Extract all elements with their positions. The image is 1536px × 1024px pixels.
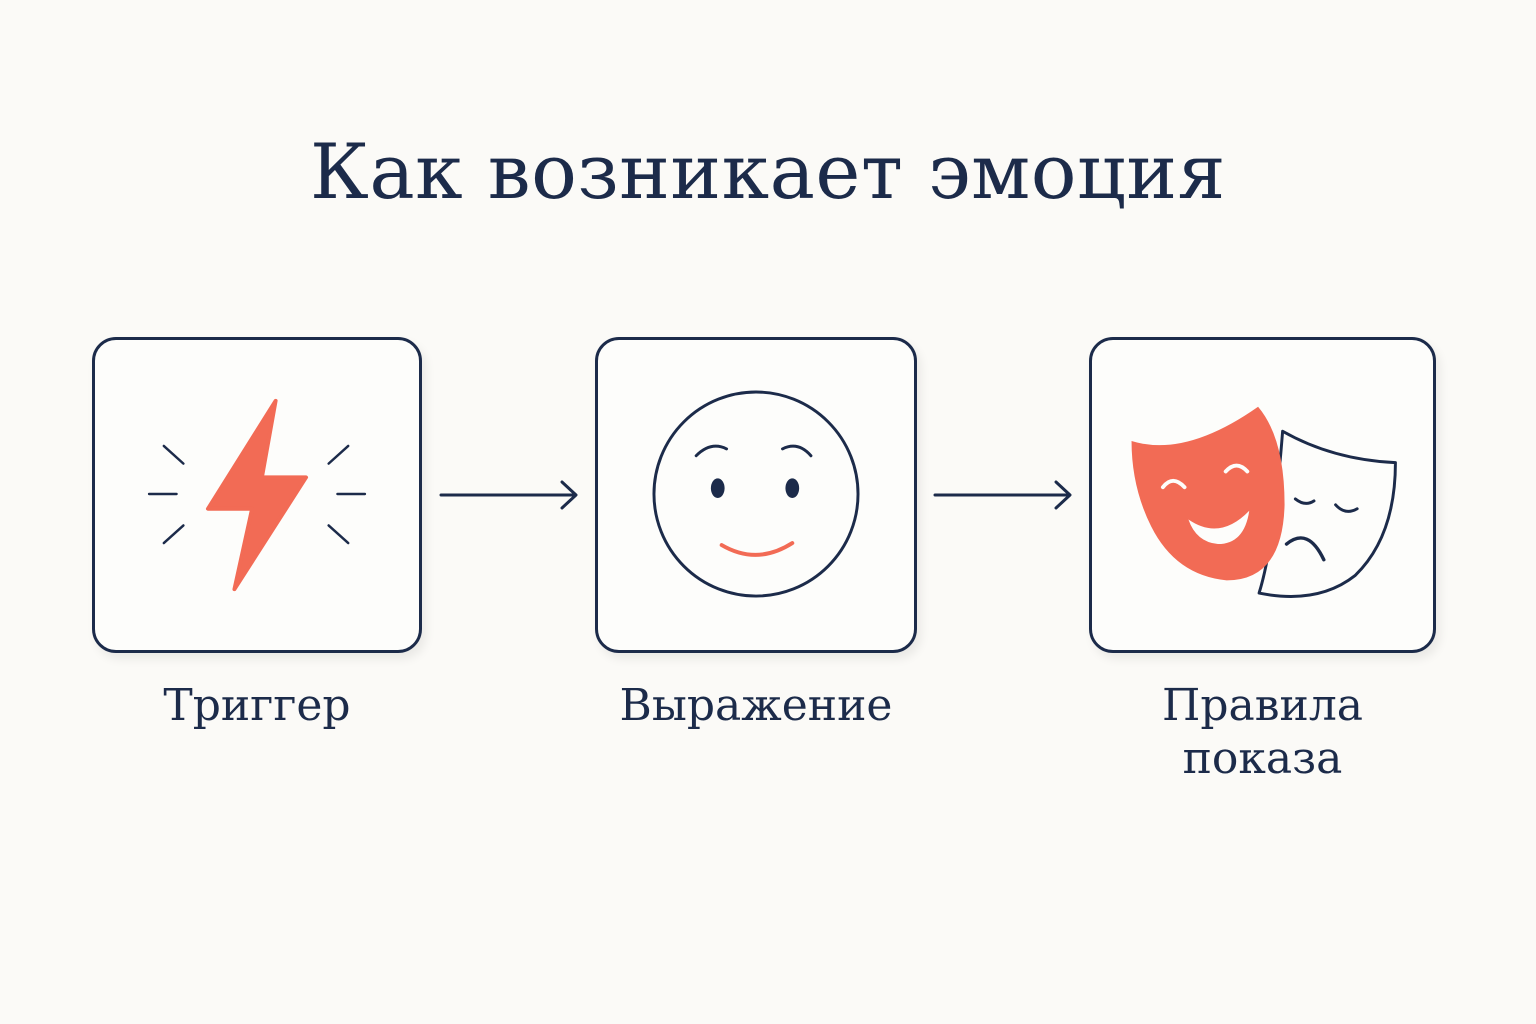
- step-label-display-rules: Правила показа: [1161, 680, 1364, 784]
- theater-masks-icon: [1131, 406, 1397, 598]
- step-label-expression: Выражение: [619, 680, 893, 731]
- step-label-trigger: Триггер: [163, 680, 351, 731]
- smiley-face-icon: [652, 390, 860, 598]
- step-expression-box: [595, 337, 917, 653]
- lightning-bolt-icon: [147, 398, 367, 592]
- step-display-rules-box: [1089, 337, 1436, 653]
- diagram-title: Как возникает эмоция: [310, 127, 1226, 216]
- arrow-right-icon: [933, 480, 1072, 510]
- step-trigger-box: [92, 337, 422, 653]
- arrow-right-icon: [439, 480, 578, 510]
